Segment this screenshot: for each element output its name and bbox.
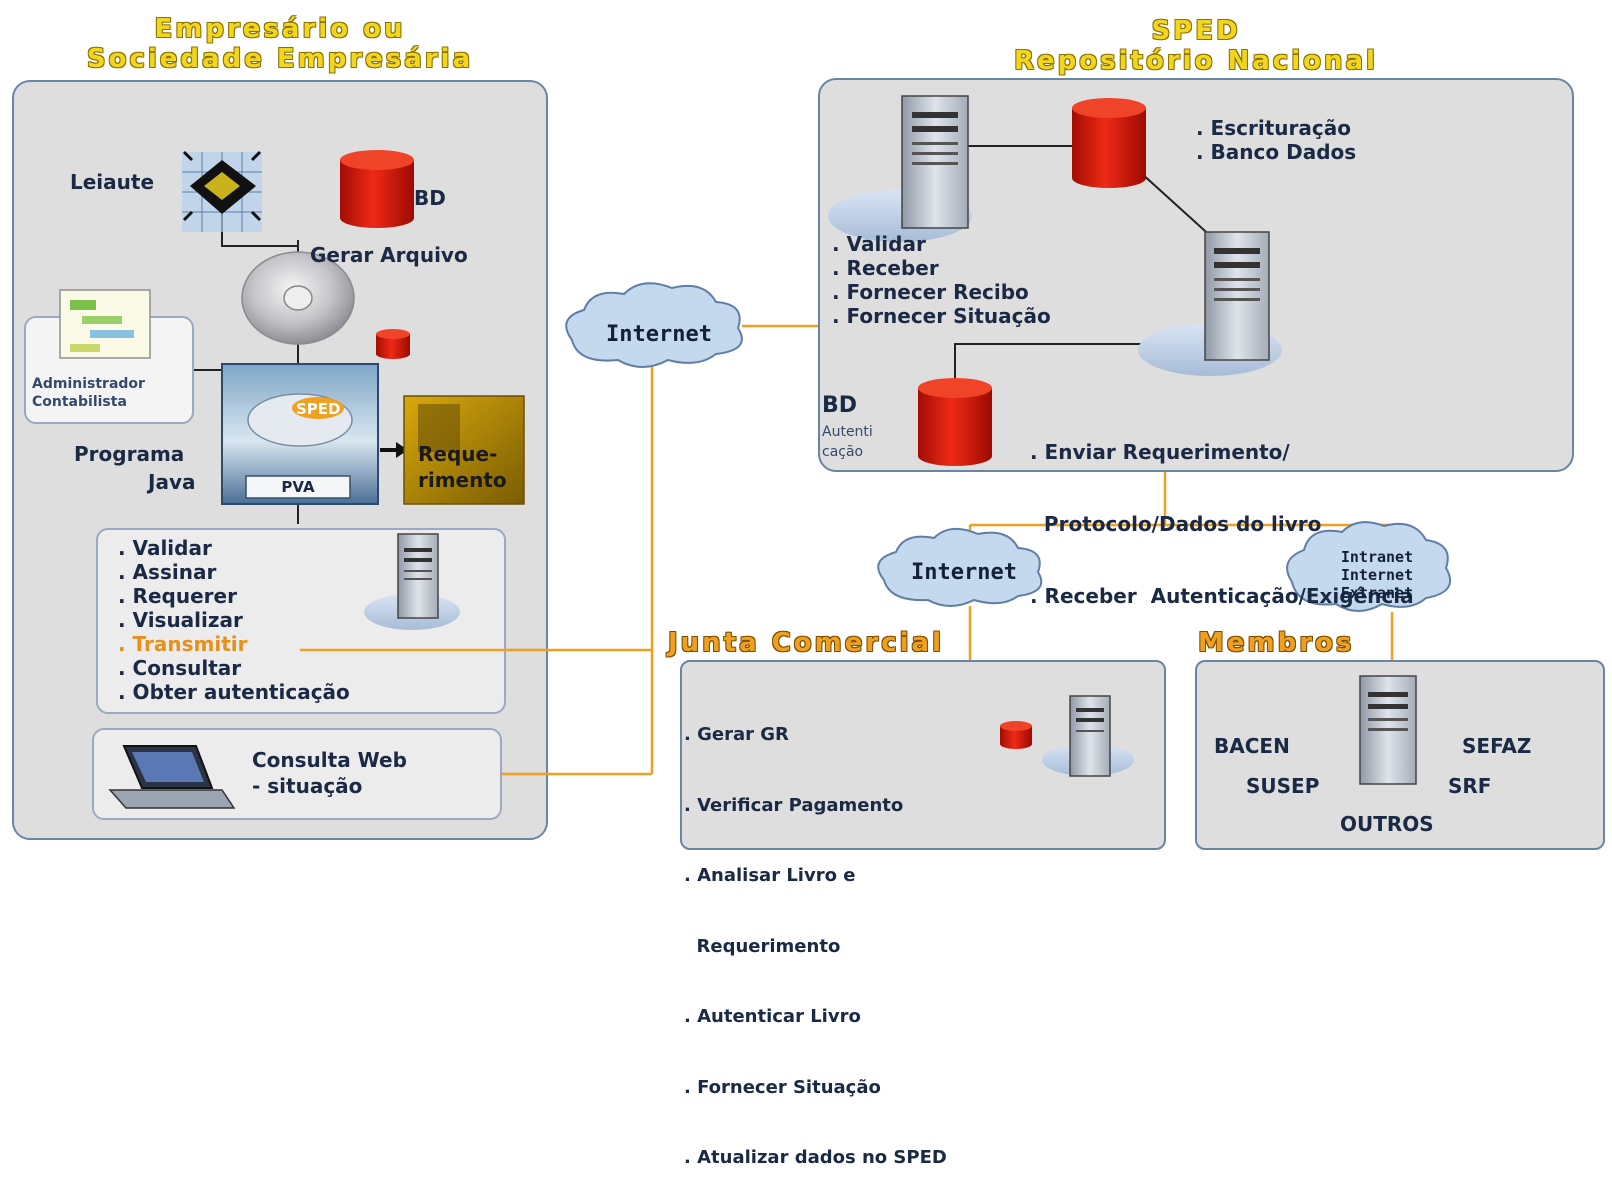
document-icon xyxy=(59,289,151,359)
cd-disc-icon xyxy=(241,251,355,345)
requerimento-line1: Reque- xyxy=(418,442,498,466)
requerimento-document-icon xyxy=(403,395,525,505)
action-requerer: . Requerer xyxy=(118,584,237,608)
consulta-web-line2: - situação xyxy=(252,774,363,798)
req-protocolo-dados: Protocolo/Dados do livro xyxy=(1030,512,1322,536)
database-icon-autenticacao xyxy=(918,378,992,466)
requerimento-line2: rimento xyxy=(418,468,507,492)
junta-title: Junta Comercial xyxy=(668,628,944,658)
programa-java-line1: Programa xyxy=(74,442,185,466)
cloud-icon-internet-junta xyxy=(877,527,1043,607)
server-icon-sped-validar xyxy=(828,95,972,242)
sped-action-fornecer-situacao: . Fornecer Situação xyxy=(832,304,1051,328)
junta-fornecer-situacao: . Fornecer Situação xyxy=(684,1076,881,1098)
action-assinar: . Assinar xyxy=(118,560,217,584)
company-bd-label: BD xyxy=(414,186,446,210)
pva-label: PVA xyxy=(281,478,315,496)
junta-items-list: . Gerar GR . Verificar Pagamento . Anali… xyxy=(684,676,947,1193)
server-icon-actions xyxy=(364,533,460,630)
laptop-icon xyxy=(108,745,236,809)
database-icon-company xyxy=(340,150,414,228)
membro-srf: SRF xyxy=(1448,774,1492,798)
company-title-line1: Empresário ou xyxy=(154,14,406,44)
administrador-label-line2: Contabilista xyxy=(32,394,127,410)
internet-junta-label: Internet xyxy=(911,560,1017,585)
sped-action-fornecer-recibo: . Fornecer Recibo xyxy=(832,280,1029,304)
server-icon-membros xyxy=(1359,675,1417,785)
sped-badge: SPED xyxy=(296,400,341,418)
arrow-right-icon xyxy=(380,442,408,458)
gerar-arquivo-label: Gerar Arquivo xyxy=(310,243,468,267)
leiaute-label: Leiaute xyxy=(70,170,155,194)
storage-banco-dados: . Banco Dados xyxy=(1196,140,1357,164)
diagram-graphics xyxy=(59,95,1451,809)
programa-java-line2: Java xyxy=(148,470,196,494)
sped-title-line2: Repositório Nacional xyxy=(1014,46,1378,76)
action-obter-autenticacao: . Obter autenticação xyxy=(118,680,350,704)
junta-verificar-pagamento: . Verificar Pagamento xyxy=(684,794,904,816)
membros-title: Membros xyxy=(1198,628,1355,658)
action-consultar: . Consultar xyxy=(118,656,242,680)
network-label-line3: Extranet xyxy=(1340,584,1414,602)
cloud-icon-network xyxy=(1286,521,1451,612)
database-icon-junta xyxy=(1000,721,1032,749)
sped-action-receber: . Receber xyxy=(832,256,939,280)
req-receber-autenticacao: . Receber Autenticação/Exigência xyxy=(1030,584,1414,608)
sped-action-validar: . Validar xyxy=(832,232,926,256)
action-validar: . Validar xyxy=(118,536,212,560)
junta-requerimento: Requerimento xyxy=(684,935,841,957)
sped-bd-sub-line1: Autenti xyxy=(822,424,873,440)
req-enviar-requerimento: . Enviar Requerimento/ xyxy=(1030,440,1290,464)
network-label-line1: Intranet xyxy=(1340,548,1414,566)
database-icon-escrituracao xyxy=(1072,98,1146,188)
membro-susep: SUSEP xyxy=(1246,774,1320,798)
membro-outros: OUTROS xyxy=(1340,812,1434,836)
database-icon-small xyxy=(376,329,410,359)
sped-bd-sub-line2: cação xyxy=(822,444,864,460)
sped-title-line1: SPED xyxy=(1151,16,1241,46)
administrador-label-line1: Administrador xyxy=(32,376,145,392)
sped-bd-label: BD xyxy=(822,393,858,418)
requerimento-items-list: . Enviar Requerimento/ Protocolo/Dados d… xyxy=(1030,392,1414,632)
junta-gerar-gr: . Gerar GR xyxy=(684,724,789,745)
junta-atualizar-dados: . Atualizar dados no SPED xyxy=(684,1147,947,1168)
server-icon-sped-requerimento xyxy=(1138,231,1282,376)
storage-escrituracao: . Escrituração xyxy=(1196,116,1351,140)
server-icon-junta xyxy=(1042,695,1134,777)
network-label-line2: Internet xyxy=(1340,566,1414,584)
action-transmitir: . Transmitir xyxy=(118,632,248,656)
sped-server-actions-list: . Validar . Receber . Fornecer Recibo . … xyxy=(832,232,1051,328)
junta-autenticar-livro: . Autenticar Livro xyxy=(684,1006,861,1027)
leiaute-chip-icon xyxy=(182,150,262,232)
membro-sefaz: SEFAZ xyxy=(1462,734,1532,758)
storage-items-list: . Escrituração . Banco Dados xyxy=(1196,116,1356,164)
junta-analisar-livro: . Analisar Livro e xyxy=(684,865,856,886)
consulta-web-line1: Consulta Web xyxy=(252,748,407,772)
pva-program-icon xyxy=(221,363,379,505)
company-title-line2: Sociedade Empresária xyxy=(86,44,474,74)
cloud-icon-internet-main xyxy=(565,282,743,368)
company-actions-list: . Validar . Assinar . Requerer . Visuali… xyxy=(118,536,350,704)
membro-bacen: BACEN xyxy=(1214,734,1290,758)
internet-main-label: Internet xyxy=(606,322,712,347)
action-visualizar: . Visualizar xyxy=(118,608,243,632)
